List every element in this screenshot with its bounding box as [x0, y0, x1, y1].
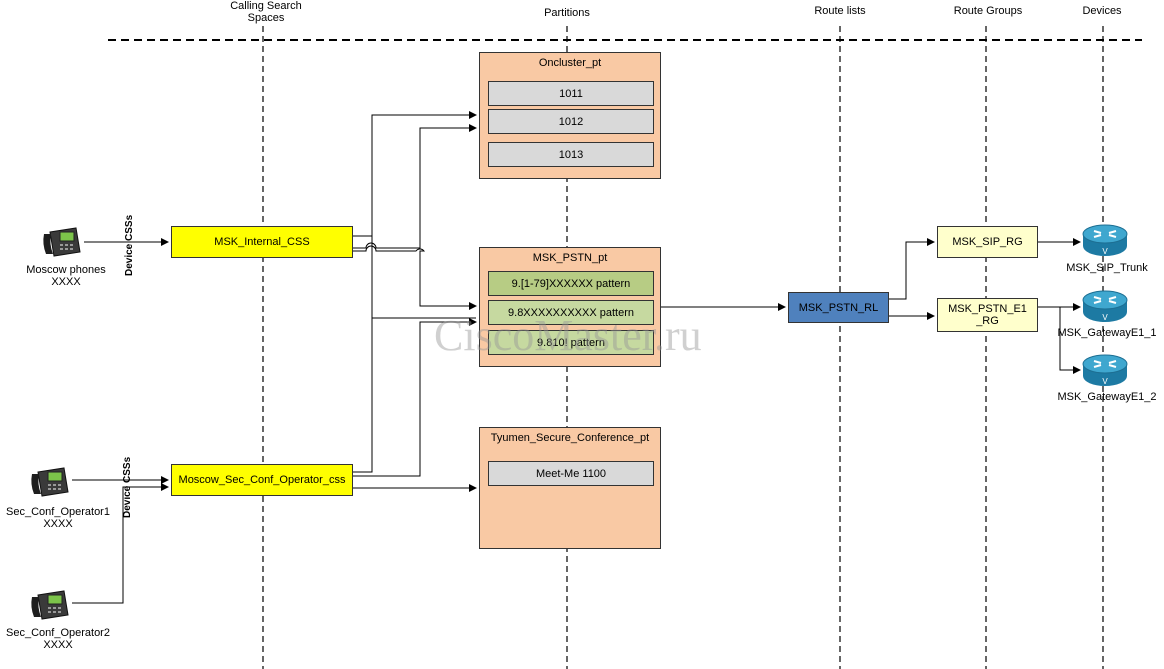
watermark: CiscoMaster.ru	[434, 311, 702, 360]
conn-rl-sip	[888, 238, 935, 300]
conn-operator2	[72, 483, 169, 604]
conn-secconf-pstn-a	[352, 318, 477, 477]
conn-e1-gw2	[1059, 307, 1081, 374]
phone-icon	[31, 467, 69, 497]
svg-text:V: V	[1102, 377, 1108, 386]
partition-title: MSK_PSTN_pt	[532, 252, 608, 264]
router-icon: V	[1082, 224, 1128, 256]
phone-name: Sec_Conf_Operator1	[6, 506, 110, 518]
conn-internal-pstn	[352, 245, 477, 310]
partition-title: Oncluster_pt	[538, 57, 602, 69]
device-label: MSK_GatewayE1_2	[1057, 391, 1157, 403]
conn-secconf-oncluster	[352, 128, 373, 473]
route-group-e1[interactable]: MSK_PSTN_E1 _RG	[937, 298, 1038, 332]
partition-title: Tyumen_Secure_Conference_pt	[490, 432, 650, 444]
column-header-partitions: Partitions	[544, 7, 590, 19]
phone-name: Sec_Conf_Operator2	[6, 627, 110, 639]
pattern-item[interactable]: 1011	[488, 81, 654, 106]
phone-icon	[31, 590, 69, 620]
phone-icon	[43, 227, 81, 257]
partition-tyumen: Tyumen_Secure_Conference_pt Meet-Me 1100	[479, 427, 661, 549]
phone-name: Moscow phones	[26, 264, 106, 276]
partition-pstn: MSK_PSTN_pt 9.[1-79]XXXXXX pattern 9.8XX…	[479, 247, 661, 367]
device-label: MSK_GatewayE1_1	[1057, 327, 1157, 339]
phone-label-operator2: Sec_Conf_Operator2 XXXX	[0, 627, 116, 651]
column-header-devices: Devices	[1082, 5, 1122, 17]
column-header-css: Calling Search Spaces	[230, 0, 302, 24]
pattern-item[interactable]: Meet-Me 1100	[488, 461, 654, 486]
device-css-label: Device CSSs	[124, 214, 135, 276]
svg-text:V: V	[1102, 313, 1108, 322]
pattern-item[interactable]: 9.[1-79]XXXXXX pattern	[488, 271, 654, 296]
conn-internal-oncluster-b	[352, 124, 477, 249]
phone-sub: XXXX	[43, 639, 73, 651]
pattern-item[interactable]: 9.810! pattern	[488, 330, 654, 355]
column-header-route-groups: Route Groups	[953, 5, 1023, 17]
css-internal[interactable]: MSK_Internal_CSS	[171, 226, 353, 258]
phone-label-operator1: Sec_Conf_Operator1 XXXX	[0, 506, 116, 530]
router-icon: V	[1082, 290, 1128, 322]
pattern-item[interactable]: 1012	[488, 109, 654, 134]
phone-label-moscow: Moscow phones XXXX	[13, 264, 119, 288]
route-list[interactable]: MSK_PSTN_RL	[788, 292, 889, 323]
svg-text:V: V	[1102, 247, 1108, 256]
conn-internal-oncluster-a	[352, 111, 477, 237]
pattern-item[interactable]: 9.8XXXXXXXXXX pattern	[488, 300, 654, 325]
conn-secconf-pstn-b	[371, 317, 476, 322]
device-css-label: Device CSSs	[122, 456, 133, 518]
column-header-route-lists: Route lists	[814, 5, 866, 17]
router-icon: V	[1082, 354, 1128, 386]
phone-sub: XXXX	[51, 276, 81, 288]
route-group-sip[interactable]: MSK_SIP_RG	[937, 226, 1038, 258]
device-label: MSK_SIP_Trunk	[1066, 262, 1148, 274]
partition-oncluster: Oncluster_pt 1011 1012 1013	[479, 52, 661, 179]
phone-sub: XXXX	[43, 518, 73, 530]
pattern-item[interactable]: 1013	[488, 142, 654, 167]
css-sec-conf[interactable]: Moscow_Sec_Conf_Operator_css	[171, 464, 353, 496]
